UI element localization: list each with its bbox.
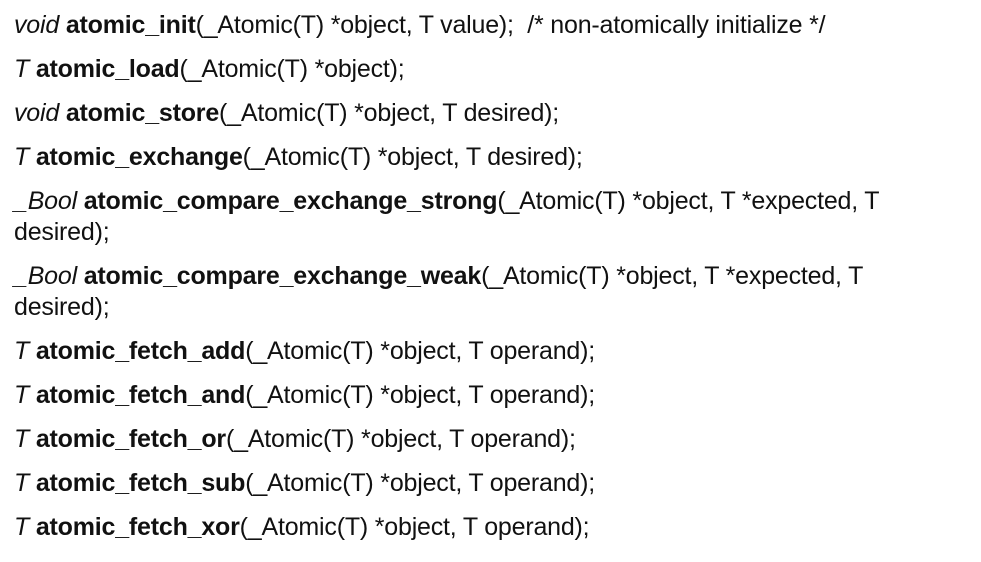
- parameter-list: (_Atomic(T) *object, T operand);: [245, 381, 595, 409]
- function-name: atomic_load: [35, 55, 180, 83]
- declaration-atomic-fetch-or: T atomic_fetch_or(_Atomic(T) *object, T …: [14, 424, 964, 455]
- return-type: T: [14, 337, 30, 365]
- declaration-atomic-fetch-add: T atomic_fetch_add(_Atomic(T) *object, T…: [14, 336, 964, 367]
- declaration-atomic-init: void atomic_init(_Atomic(T) *object, T v…: [14, 10, 964, 41]
- parameter-list: (_Atomic(T) *object, T operand);: [239, 513, 590, 541]
- function-name: atomic_store: [65, 99, 220, 127]
- parameter-list: (_Atomic(T) *object, T desired);: [242, 143, 583, 171]
- function-name: atomic_fetch_and: [35, 381, 246, 409]
- declaration-atomic-fetch-and: T atomic_fetch_and(_Atomic(T) *object, T…: [14, 380, 964, 411]
- function-name: atomic_fetch_or: [35, 425, 226, 453]
- function-name: atomic_fetch_xor: [35, 513, 240, 541]
- return-type: T: [14, 55, 30, 83]
- return-type: _Bool: [14, 187, 77, 215]
- return-type: void: [14, 11, 60, 39]
- declaration-atomic-compare-exchange-weak: _Bool atomic_compare_exchange_weak(_Atom…: [14, 261, 964, 323]
- function-name: atomic_fetch_sub: [35, 469, 246, 497]
- parameter-list: (_Atomic(T) *object);: [179, 55, 405, 83]
- return-type: T: [14, 513, 30, 541]
- parameter-list: (_Atomic(T) *object, T operand);: [245, 337, 595, 365]
- return-type: void: [14, 99, 60, 127]
- return-type: T: [14, 381, 30, 409]
- declaration-atomic-fetch-xor: T atomic_fetch_xor(_Atomic(T) *object, T…: [14, 512, 964, 543]
- parameter-list: (_Atomic(T) *object, T desired);: [219, 99, 560, 127]
- declaration-atomic-compare-exchange-strong: _Bool atomic_compare_exchange_strong(_At…: [14, 186, 964, 248]
- return-type: _Bool: [14, 262, 77, 290]
- function-name: atomic_compare_exchange_strong: [83, 187, 498, 215]
- function-name: atomic_exchange: [35, 143, 243, 171]
- return-type: T: [14, 469, 30, 497]
- declaration-atomic-load: T atomic_load(_Atomic(T) *object);: [14, 54, 964, 85]
- declaration-atomic-fetch-sub: T atomic_fetch_sub(_Atomic(T) *object, T…: [14, 468, 964, 499]
- declaration-atomic-store: void atomic_store(_Atomic(T) *object, T …: [14, 98, 964, 129]
- function-name: atomic_compare_exchange_weak: [83, 262, 482, 290]
- parameter-list: (_Atomic(T) *object, T value);: [195, 11, 514, 39]
- function-name: atomic_init: [65, 11, 196, 39]
- code-comment: /* non-atomically initialize */: [513, 11, 826, 39]
- return-type: T: [14, 143, 30, 171]
- function-name: atomic_fetch_add: [35, 337, 246, 365]
- return-type: T: [14, 425, 30, 453]
- parameter-list: (_Atomic(T) *object, T operand);: [225, 425, 576, 453]
- parameter-list: (_Atomic(T) *object, T operand);: [245, 469, 595, 497]
- atomic-functions-listing: void atomic_init(_Atomic(T) *object, T v…: [14, 10, 964, 556]
- parameter-list: (_Atomic(T) *object, T *expected, T desi…: [14, 262, 863, 321]
- parameter-list: (_Atomic(T) *object, T *expected, T desi…: [14, 187, 879, 246]
- declaration-atomic-exchange: T atomic_exchange(_Atomic(T) *object, T …: [14, 142, 964, 173]
